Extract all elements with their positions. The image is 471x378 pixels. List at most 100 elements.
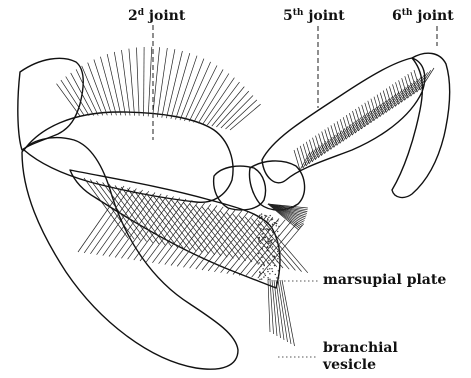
stipple-dot (270, 246, 271, 247)
stipple-dot (260, 228, 261, 229)
stipple-dot (259, 274, 260, 275)
fifth-joint-segment (262, 58, 425, 183)
stipple-dot (277, 258, 278, 259)
stipple-dot (261, 264, 262, 265)
seta (303, 144, 309, 164)
stipple-dot (272, 246, 273, 247)
stipple-dot (271, 219, 272, 220)
stipple-dot (264, 237, 265, 238)
stipple-dot (262, 248, 263, 249)
stipple-dot (277, 220, 278, 221)
stipple-dot (269, 241, 270, 242)
stipple-dot (264, 273, 265, 274)
seta (362, 105, 368, 125)
stipple-dot (267, 271, 268, 272)
seta (252, 222, 298, 277)
stipple-dot (263, 264, 264, 265)
seta (309, 140, 315, 160)
seta (258, 224, 304, 278)
seta (319, 134, 325, 154)
stipple-dot (264, 246, 265, 247)
stipple-dot (268, 230, 269, 231)
palm-setae (294, 68, 434, 170)
seta (340, 119, 346, 139)
seta (212, 87, 245, 127)
stipple-dot (258, 224, 259, 225)
seta (189, 66, 217, 122)
stipple-dot (278, 270, 279, 271)
stipple-dot (262, 262, 263, 263)
stipple-dot (278, 277, 279, 278)
stipple-dot (276, 225, 277, 226)
stipple-dot (268, 279, 269, 280)
stipple-dot (266, 228, 267, 229)
stipple-dot (269, 279, 270, 280)
seta (337, 121, 343, 141)
seta (374, 97, 380, 117)
seta (325, 130, 331, 150)
branchial-vesicle (22, 138, 238, 370)
stipple-dot (258, 253, 259, 254)
stipple-dot (272, 262, 273, 263)
stipple-dot (266, 221, 267, 222)
seta (331, 125, 337, 145)
stipple-dot (268, 243, 269, 244)
stipple-dot (272, 271, 273, 272)
stipple-dot (258, 239, 259, 240)
stipple-dot (267, 250, 268, 251)
seta (162, 49, 175, 118)
stipple-dot (267, 262, 268, 263)
seta (122, 50, 131, 116)
stipple-dot (272, 239, 273, 240)
stipple-dot (278, 235, 279, 236)
stipple-dot (278, 247, 279, 248)
seta (346, 115, 352, 135)
stipple-dot (277, 261, 278, 262)
stipple-dot (259, 218, 260, 219)
seta (316, 136, 322, 156)
stipple-dot (265, 275, 266, 276)
stipple-dot (260, 243, 261, 244)
stipple-dot (276, 223, 277, 224)
stipple-dot (267, 277, 268, 278)
seta (300, 146, 306, 166)
stipple-dot (263, 237, 264, 238)
stipple-dot (272, 224, 273, 225)
seta (322, 132, 328, 152)
seta (166, 51, 182, 118)
stipple-dot (274, 265, 275, 266)
seta (349, 113, 355, 133)
stipple-dot (258, 263, 259, 264)
seta (268, 280, 270, 332)
stipple-dot (272, 232, 273, 233)
seta (353, 111, 359, 131)
third-joint-segment (214, 166, 266, 210)
stipple-dot (275, 222, 276, 223)
second-joint-segment (24, 112, 233, 202)
stipple-dot (269, 273, 270, 274)
joint5-label: 5th joint (283, 9, 345, 23)
stipple-dot (260, 229, 261, 230)
coxal-plate (18, 58, 83, 150)
seta (148, 47, 152, 117)
stipple-dot (269, 268, 270, 269)
seta (306, 142, 312, 162)
seta (230, 104, 261, 130)
stipple-dot (266, 215, 267, 216)
seta (359, 107, 365, 127)
seta (297, 148, 303, 168)
stipple-dot (277, 251, 278, 252)
stipple-dot (267, 238, 268, 239)
marsupial-tip-setae (268, 280, 295, 346)
stipple-dot (266, 247, 267, 248)
stipple-dot (263, 229, 264, 230)
stipple-dot (267, 269, 268, 270)
seta (368, 101, 374, 121)
seta (198, 74, 229, 124)
joint6-label: 6th joint (392, 9, 454, 23)
upper-setae (57, 47, 261, 130)
stipple-dot (259, 215, 260, 216)
stipple-dot (265, 241, 266, 242)
seta (137, 48, 140, 116)
seta (365, 103, 371, 123)
